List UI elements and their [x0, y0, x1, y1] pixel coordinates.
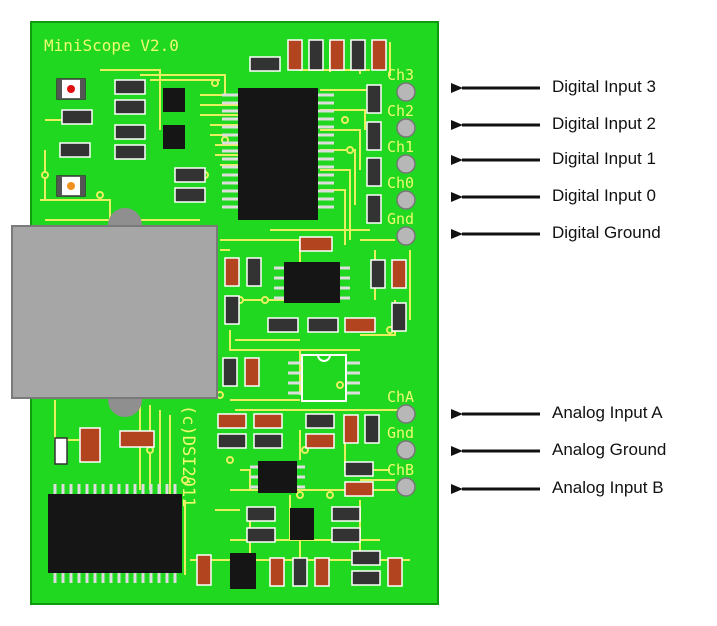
main-ic [222, 88, 334, 220]
pad-label-ch1: Ch1 [387, 138, 414, 156]
mid-ic [274, 262, 350, 303]
label-digital-input-3: Digital Input 3 [552, 77, 656, 96]
pad-label-cha: ChA [387, 388, 414, 406]
led-orange [56, 175, 86, 197]
label-analog-ground: Analog Ground [552, 440, 667, 459]
usb-ic [48, 484, 182, 583]
label-digital-input-2: Digital Input 2 [552, 114, 656, 133]
board-title: MiniScope V2.0 [44, 36, 179, 55]
pad-ch2: Ch2 [387, 102, 416, 138]
transistor-a [163, 88, 185, 149]
pad-label-ch0: Ch0 [387, 174, 414, 192]
label-analog-input-a: Analog Input A [552, 403, 663, 422]
pad-ch1: Ch1 [387, 138, 416, 174]
smd-components-h [59, 56, 381, 586]
board-copyright: (c)DSI2011 [178, 405, 198, 507]
label-digital-ground: Digital Ground [552, 223, 661, 242]
opamp-ic [288, 354, 360, 402]
pad-label-digital-gnd: Gnd [387, 210, 414, 228]
label-digital-input-1: Digital Input 1 [552, 149, 656, 168]
usb-connector [11, 225, 218, 399]
pad-ch0: Ch0 [387, 174, 416, 210]
pad-label-chb: ChB [387, 461, 414, 479]
label-digital-input-0: Digital Input 0 [552, 186, 656, 205]
pad-label-ch2: Ch2 [387, 102, 414, 120]
pad-chb: ChB [387, 461, 416, 497]
transistor-c [230, 553, 256, 589]
label-analog-input-b: Analog Input B [552, 478, 664, 497]
smd-components-v [54, 39, 407, 587]
callout-arrows [451, 83, 540, 494]
pad-ch3: Ch3 [387, 66, 416, 102]
pad-digital-gnd: Gnd [387, 210, 416, 246]
led-red [56, 78, 86, 100]
small-ic-lower [250, 461, 305, 493]
pad-analog-gnd: Gnd [387, 424, 416, 460]
transistor-b [290, 508, 314, 540]
pad-cha: ChA [387, 388, 416, 424]
pad-label-ch3: Ch3 [387, 66, 414, 84]
pad-label-analog-gnd: Gnd [387, 424, 414, 442]
